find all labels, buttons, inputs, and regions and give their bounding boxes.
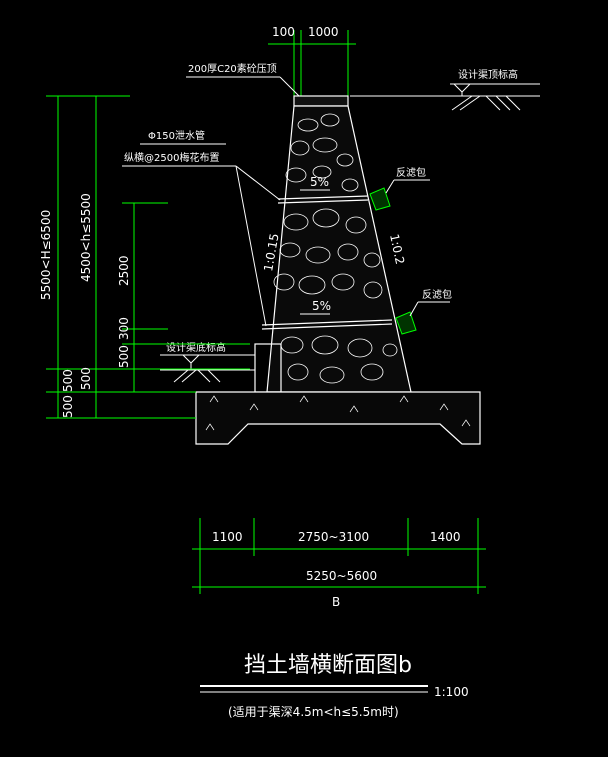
drawing-title: 挡土墙横断面图b (244, 653, 412, 678)
filter-pack-label-top: 反滤包 (396, 166, 426, 179)
channel-bottom (160, 354, 255, 383)
filter-packs (369, 187, 417, 335)
v-300-label: 300 (117, 317, 131, 340)
wall-body (195, 95, 481, 445)
filter-pack-label-bottom: 反滤包 (422, 288, 452, 301)
bottom-dimensions (192, 518, 486, 594)
batter-left-label: 1:0.15 (261, 232, 281, 272)
cap-label: 200厚C20素砼压顶 (188, 62, 277, 75)
batter-right-label: 1:0.2 (387, 233, 407, 266)
design-bank-label: 设计渠顶标高 (458, 68, 518, 81)
rubble-texture (273, 113, 398, 384)
v-2500-label: 2500 (117, 255, 131, 286)
drain-pipe-leader (122, 143, 281, 327)
top-dim-left-label: 100 (272, 25, 295, 39)
v-500a-label: 500 (117, 345, 131, 368)
channel-bottom-label: 设计渠底标高 (166, 341, 226, 354)
bottom-dim-1: 1100 (212, 530, 243, 544)
h-range-label: 4500<h≤5500 (79, 193, 93, 282)
v-500c-label: 500 (61, 369, 75, 392)
slope-top-label: 5% (310, 175, 329, 189)
bank-elevation (350, 83, 540, 111)
v-500d-label: 500 (61, 395, 75, 418)
bottom-dim-3: 1400 (430, 530, 461, 544)
H-range-label: 5500<H≤6500 (39, 210, 53, 300)
bottom-dim-B: B (332, 595, 340, 609)
footing-hatch (205, 395, 471, 431)
left-dimensions (46, 95, 250, 419)
v-500b-label: 500 (79, 367, 93, 390)
bottom-dim-total: 5250~5600 (306, 569, 377, 583)
bottom-dim-2: 2750~3100 (298, 530, 369, 544)
drawing-note: (适用于渠深4.5m<h≤5.5m时) (228, 705, 399, 719)
slope-bottom-label: 5% (312, 299, 331, 313)
top-dim-right-label: 1000 (308, 25, 339, 39)
filter-leaders (385, 179, 450, 317)
drawing-scale: 1:100 (434, 685, 469, 699)
top-dimension (268, 30, 356, 98)
drain-pipe-label-2: 纵横@2500梅花布置 (124, 151, 219, 164)
drain-pipe-label-1: Φ150泄水管 (148, 129, 205, 142)
cap-leader (186, 76, 301, 98)
